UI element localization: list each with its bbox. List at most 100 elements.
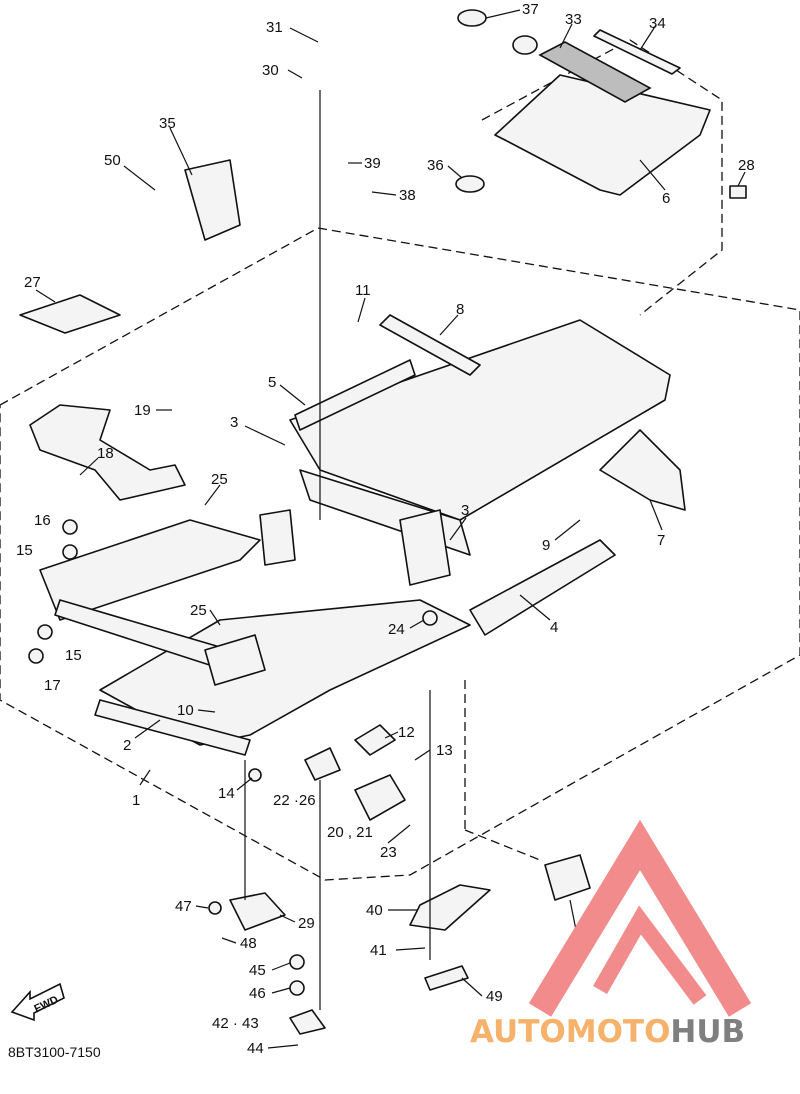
callout-5: 5 xyxy=(268,374,276,391)
leader-4 xyxy=(519,594,551,621)
watermark-part-auto: AUTO xyxy=(470,1014,566,1050)
callout-34: 34 xyxy=(649,15,666,32)
grommet-37b xyxy=(512,35,538,55)
rail-8 xyxy=(379,314,481,376)
callout-18: 18 xyxy=(97,445,114,462)
strip-34 xyxy=(593,29,681,75)
callout-46: 46 xyxy=(249,985,266,1002)
callout-42-43: 42 · 43 xyxy=(212,1015,259,1032)
callout-24: 24 xyxy=(388,621,405,638)
leader-1 xyxy=(139,769,151,786)
seat-cover-6 xyxy=(494,74,711,196)
leader-13 xyxy=(414,749,431,761)
washer-47 xyxy=(208,901,222,915)
leader-49 xyxy=(461,977,483,997)
watermark-triangle-logo xyxy=(528,819,752,1017)
callout-36: 36 xyxy=(427,157,444,174)
leader-8 xyxy=(439,314,459,336)
callout-11: 11 xyxy=(355,282,371,299)
nut-45 xyxy=(289,954,305,970)
rail-5 xyxy=(294,359,416,431)
leader-2 xyxy=(134,719,161,739)
callout-14: 14 xyxy=(218,785,235,802)
plate-40 xyxy=(409,884,491,931)
nut-46 xyxy=(289,980,305,996)
callout-40: 40 xyxy=(366,902,383,919)
leader-37 xyxy=(485,9,521,19)
stay-2 xyxy=(94,699,251,756)
automotohub-watermark: AUTOMOTOHUB xyxy=(470,819,752,1050)
callout-labels: 1 2 3 3 4 5 6 7 8 9 10 11 12 13 14 15 15… xyxy=(16,1,755,1057)
callout-7: 7 xyxy=(657,532,665,549)
callout-37: 37 xyxy=(522,1,539,18)
callout-23: 23 xyxy=(380,844,397,861)
callout-25a: 25 xyxy=(211,471,228,488)
callout-8: 8 xyxy=(456,301,464,318)
leader-9 xyxy=(554,519,581,541)
callout-50: 50 xyxy=(104,152,121,169)
mud-flap-35 xyxy=(184,159,241,241)
watermark-auto: AUTOMOTOHUB xyxy=(470,1014,745,1050)
bracket-7 xyxy=(599,429,686,511)
callout-13: 13 xyxy=(436,742,453,759)
callout-10: 10 xyxy=(177,702,194,719)
boundary-main-frame xyxy=(0,227,800,881)
leader-34 xyxy=(639,24,657,51)
leader-47 xyxy=(195,905,209,909)
rear-bracket-block xyxy=(399,509,451,586)
callout-15b: 15 xyxy=(65,647,82,664)
callout-9: 9 xyxy=(542,537,550,554)
callout-3a: 3 xyxy=(230,414,238,431)
clip-28 xyxy=(729,185,747,199)
engine-mount-block xyxy=(204,634,266,686)
leader-29 xyxy=(279,914,296,923)
main-frame xyxy=(39,319,671,746)
leader-12 xyxy=(384,731,399,739)
seal-strip-33 xyxy=(538,41,652,103)
bracket-29 xyxy=(229,892,286,931)
leader-38 xyxy=(371,191,397,196)
callout-6: 6 xyxy=(662,190,670,207)
callout-48: 48 xyxy=(240,935,257,952)
cap-15b xyxy=(37,624,53,640)
fwd-arrow-icon: FWD xyxy=(10,982,65,1022)
leader-28 xyxy=(737,171,746,187)
leader-10 xyxy=(197,709,216,713)
callout-33: 33 xyxy=(565,11,582,28)
collar-24 xyxy=(422,610,438,626)
leader-3b xyxy=(449,517,467,541)
sheet-27 xyxy=(19,294,121,334)
cap-17 xyxy=(28,648,44,664)
leader-31 xyxy=(289,27,319,43)
leader-25a xyxy=(204,484,221,506)
bracket-4 xyxy=(469,539,616,636)
callout-3b: 3 xyxy=(461,502,469,519)
bushing-12 xyxy=(354,724,396,756)
leader-48 xyxy=(221,937,237,944)
callout-27: 27 xyxy=(24,274,41,291)
callout-31: 31 xyxy=(266,19,283,36)
leader-27 xyxy=(35,289,56,303)
bumper-bracket-18 xyxy=(29,404,186,501)
leader-35 xyxy=(169,127,193,176)
callout-41: 41 xyxy=(370,942,387,959)
callout-2: 2 xyxy=(123,737,131,754)
callout-39: 39 xyxy=(364,155,381,172)
leader-25b xyxy=(209,609,221,626)
leader-45 xyxy=(271,962,291,971)
callout-49: 49 xyxy=(486,988,503,1005)
callout-19: 19 xyxy=(134,402,151,419)
callout-25b: 25 xyxy=(190,602,207,619)
plate-49 xyxy=(424,965,469,991)
leader-5 xyxy=(279,384,306,406)
watermark-part-moto: MOTO xyxy=(566,1014,671,1050)
leader-36 xyxy=(447,165,463,179)
callout-20-21: 20 , 21 xyxy=(327,824,373,841)
center-bracket-block xyxy=(259,509,296,566)
mount-42-43 xyxy=(289,1009,326,1035)
leader-23 xyxy=(387,824,411,844)
callout-22-26: 22 ·26 xyxy=(273,792,316,809)
callout-30: 30 xyxy=(262,62,279,79)
cap-16 xyxy=(62,519,78,535)
